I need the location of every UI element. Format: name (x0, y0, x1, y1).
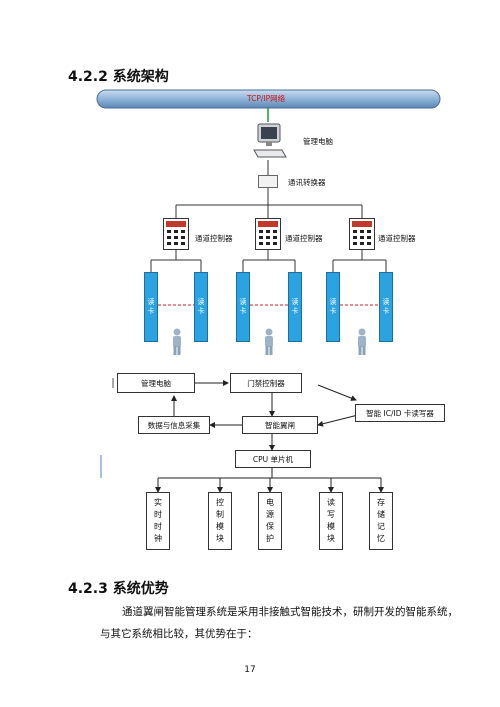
section-heading-422: 4.2.2 系统架构 (68, 69, 169, 85)
controller-label-1: 通道控制器 (195, 234, 233, 243)
paragraph-line-2: 与其它系统相比较，其优势在于： (100, 628, 258, 640)
reader-pillar: 读卡 (379, 272, 393, 342)
computer-icon (252, 122, 288, 160)
block-smart-gate: 智能翼闸 (242, 416, 318, 434)
module-storage: 存储记忆 (369, 492, 393, 550)
paragraph-line-1: 通道翼闸智能管理系统是采用非接触式智能技术，研制开发的智能系统， (122, 606, 458, 618)
person-icon (355, 328, 369, 360)
section-heading-423: 4.2.3 系统优势 (68, 581, 169, 597)
controller-label-3: 通道控制器 (378, 234, 416, 243)
block-ic-reader: 智能 IC/ID 卡读写器 (355, 404, 445, 422)
converter-device (258, 175, 278, 188)
block-mgmt-pc: 管理电脑 (117, 373, 195, 393)
reader-pillar: 读卡 (194, 272, 208, 342)
controller-icon-1 (163, 218, 189, 250)
reader-pillar: 读卡 (288, 272, 302, 342)
reader-pillar: 读卡 (144, 272, 158, 342)
reader-pillar: 读卡 (236, 272, 250, 342)
person-icon (262, 328, 276, 360)
module-control: 控制模块 (208, 492, 232, 550)
controller-label-2: 通道控制器 (285, 234, 323, 243)
module-read-write: 读写模块 (319, 492, 343, 550)
block-cpu: CPU 单片机 (235, 450, 311, 468)
mgmt-pc-label: 管理电脑 (303, 137, 333, 146)
reader-pillar: 读卡 (326, 272, 340, 342)
module-power-protection: 电源保护 (258, 492, 282, 550)
module-realtime-clock: 实时时钟 (146, 492, 170, 550)
controller-icon-3 (349, 218, 375, 250)
network-label: TCP/IP网络 (247, 94, 286, 103)
converter-label: 通讯转换器 (288, 178, 326, 187)
block-access-controller: 门禁控制器 (230, 373, 302, 393)
controller-icon-2 (255, 218, 281, 250)
page-number: 17 (244, 665, 256, 675)
person-icon (170, 328, 184, 360)
block-data-collection: 数据与信息采集 (138, 416, 210, 434)
